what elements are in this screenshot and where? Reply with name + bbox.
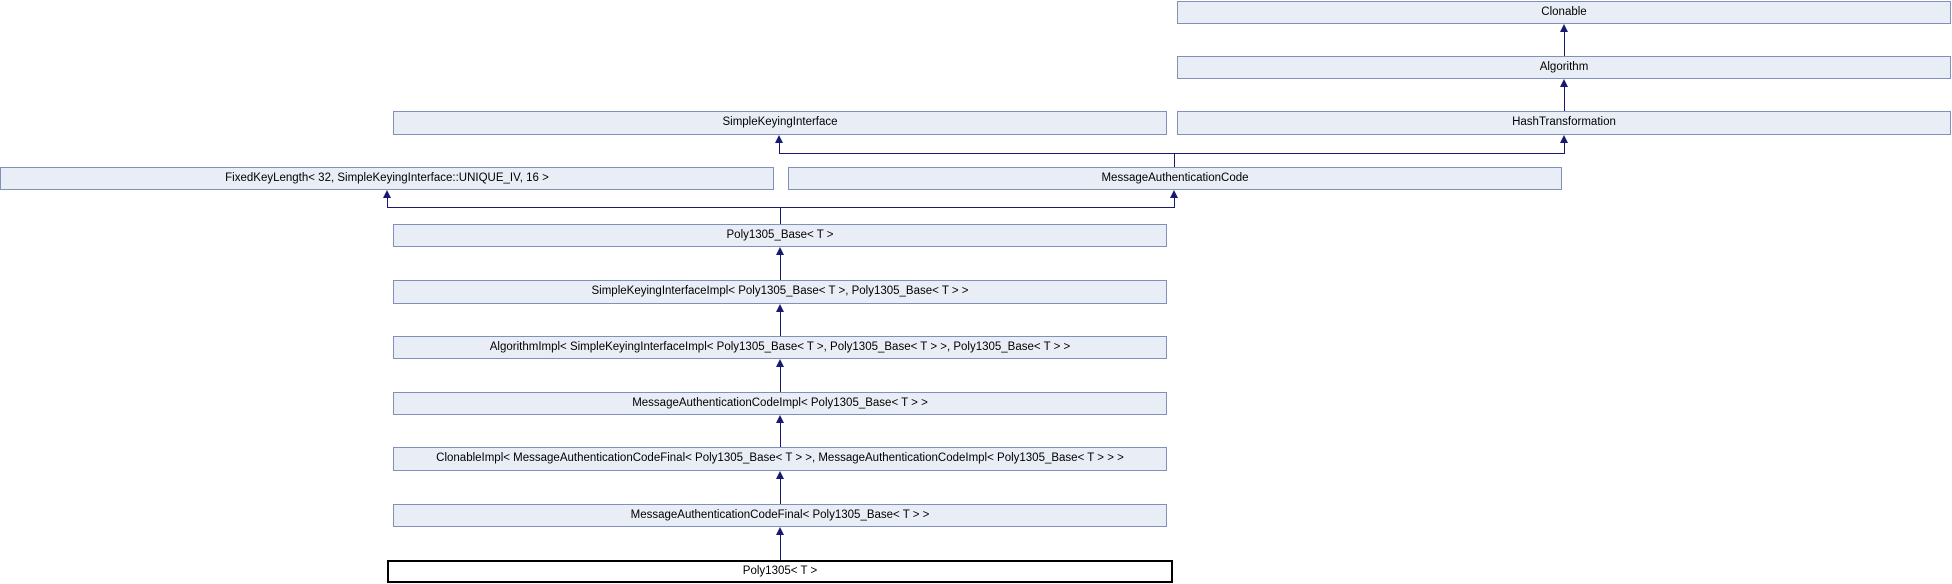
edge-simplekeyinginterfaceimpl-to-poly1305base <box>780 253 781 280</box>
edge-poly1305base-to-fixedkeylength-and-messageauthenticationcode <box>780 207 781 224</box>
node-messageauthenticationcodeimpl[interactable]: MessageAuthenticationCodeImpl< Poly1305_… <box>393 392 1167 415</box>
node-simplekeyinginterface[interactable]: SimpleKeyingInterface <box>393 111 1167 135</box>
edge-clonableimpl-to-messageauthenticationcodeimpl <box>780 421 781 447</box>
node-simplekeyinginterfaceimpl[interactable]: SimpleKeyingInterfaceImpl< Poly1305_Base… <box>393 280 1167 304</box>
inheritance-arrowhead-icon <box>776 247 784 255</box>
inheritance-arrowhead-icon <box>1170 190 1178 198</box>
edge-hashtransformation-to-algorithm <box>1564 85 1565 111</box>
node-algorithmimpl[interactable]: AlgorithmImpl< SimpleKeyingInterfaceImpl… <box>393 336 1167 359</box>
edge-messageauthenticationcodefinal-to-clonableimpl <box>780 477 781 504</box>
inheritance-arrowhead-icon <box>775 135 783 143</box>
node-poly1305-base[interactable]: Poly1305_Base< T > <box>393 224 1167 247</box>
node-messageauthenticationcode[interactable]: MessageAuthenticationCode <box>788 167 1562 190</box>
edge-messageauthenticationcode-to-simplekeyinginterface-and-hashtransformation <box>779 153 1565 154</box>
edge-poly1305-to-messageauthenticationcodefinal <box>780 533 781 560</box>
inheritance-arrowhead-icon <box>776 527 784 535</box>
inheritance-arrowhead-icon <box>776 415 784 423</box>
inheritance-arrowhead-icon <box>776 359 784 367</box>
edge-messageauthenticationcode-to-simplekeyinginterface-and-hashtransformation <box>779 141 780 153</box>
inheritance-arrowhead-icon <box>1560 135 1568 143</box>
node-algorithm[interactable]: Algorithm <box>1177 56 1951 79</box>
inheritance-arrowhead-icon <box>776 471 784 479</box>
node-fixedkeylength[interactable]: FixedKeyLength< 32, SimpleKeyingInterfac… <box>0 167 774 190</box>
node-poly1305: Poly1305< T > <box>387 560 1173 583</box>
edge-poly1305base-to-fixedkeylength-and-messageauthenticationcode <box>1174 196 1175 207</box>
edge-algorithmimpl-to-simplekeyinginterfaceimpl <box>780 310 781 336</box>
node-clonable[interactable]: Clonable <box>1177 1 1951 24</box>
edge-messageauthenticationcode-to-simplekeyinginterface-and-hashtransformation <box>1564 141 1565 153</box>
node-clonableimpl[interactable]: ClonableImpl< MessageAuthenticationCodeF… <box>393 447 1167 471</box>
inheritance-arrowhead-icon <box>383 190 391 198</box>
node-messageauthenticationcodefinal[interactable]: MessageAuthenticationCodeFinal< Poly1305… <box>393 504 1167 527</box>
inheritance-arrowhead-icon <box>1560 24 1568 32</box>
edge-algorithm-to-clonable <box>1564 30 1565 56</box>
edge-messageauthenticationcode-to-simplekeyinginterface-and-hashtransformation <box>1174 153 1175 167</box>
inheritance-arrowhead-icon <box>776 304 784 312</box>
edge-poly1305base-to-fixedkeylength-and-messageauthenticationcode <box>387 196 388 207</box>
node-hashtransformation[interactable]: HashTransformation <box>1177 111 1951 135</box>
edge-messageauthenticationcodeimpl-to-algorithmimpl <box>780 365 781 392</box>
inheritance-arrowhead-icon <box>1560 79 1568 87</box>
edge-poly1305base-to-fixedkeylength-and-messageauthenticationcode <box>387 207 1175 208</box>
